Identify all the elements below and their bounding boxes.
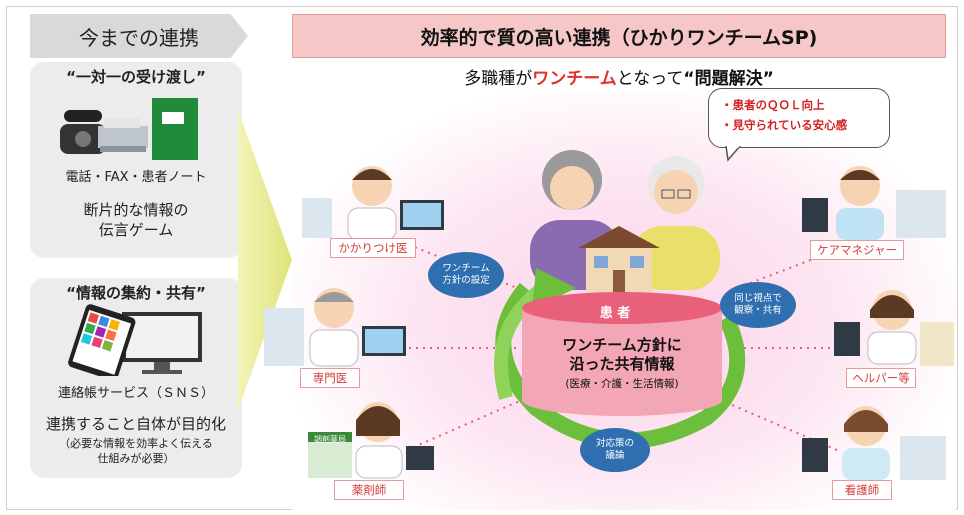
phone-fax-notebook-icon (60, 98, 198, 160)
sns-method-panel (30, 278, 242, 478)
policy-setting-oval: ワンチーム方針の設定 (428, 252, 504, 298)
role-pharmacist: 薬剤師 (334, 480, 404, 500)
role-specialist: 専門医 (300, 368, 360, 388)
role-helper: ヘルパー等 (846, 368, 916, 388)
helper-illustration (834, 290, 954, 366)
shared-info-cylinder (522, 292, 722, 416)
transition-arrow (238, 110, 292, 410)
aggregation-quote: “情報の集約・共有” (66, 284, 206, 302)
one-to-one-quote: “一対一の受け渡し” (66, 68, 206, 86)
previous-method-panel (30, 62, 242, 258)
left-header: 今までの連携 (30, 14, 248, 58)
pharmacy-sign: 調剤薬局 (314, 435, 346, 444)
benefit-reassurance: ・見守られている安心感 (721, 118, 848, 132)
specialist-illustration (264, 288, 406, 367)
role-family-doctor: かかりつけ医 (330, 238, 416, 258)
observe-share-oval: 同じ視点で観察・共有 (720, 282, 796, 328)
fragmented-info-line1: 断片的な情報の (83, 201, 189, 219)
requirement-note-line1: （必要な情報を効率よく伝える (59, 437, 213, 450)
shared-info-title-line2: 沿った共有情報 (569, 355, 675, 373)
subtitle-problem-solving: “問題解決” (683, 69, 774, 89)
role-care-manager: ケアマネジャー (810, 240, 904, 260)
elderly-couple-illustration (530, 150, 720, 290)
subtitle: 多職種がワンチームとなって“問題解決” (292, 64, 946, 89)
observe-oval-line2: 観察・共有 (734, 305, 782, 316)
nurse-illustration (802, 406, 946, 480)
family-doctor-illustration (302, 166, 444, 240)
discussion-oval: 対応策の議論 (580, 428, 650, 472)
discussion-oval-line1: 対応策の (595, 438, 634, 449)
policy-oval-line2: 方針の設定 (442, 275, 490, 286)
subtitle-part2: となって (616, 69, 684, 89)
subtitle-part1: 多職種が (464, 69, 533, 89)
bubble-tail (725, 146, 741, 162)
house-icon (578, 226, 660, 292)
role-nurse: 看護師 (832, 480, 892, 500)
patient-label: 患 者 (599, 306, 631, 321)
subtitle-one-team: ワンチーム (532, 69, 617, 89)
policy-oval-line1: ワンチーム (442, 263, 490, 274)
traditional-tools-caption: 電話・FAX・患者ノート (65, 170, 207, 185)
tablet-monitor-icon (68, 304, 202, 376)
benefits-bubble: ・患者のＱＯＬ向上 ・見守られている安心感 (708, 88, 890, 148)
observe-oval-line1: 同じ視点で (734, 293, 782, 304)
fragmented-info-line2: 伝言ゲーム (98, 221, 174, 239)
sns-caption: 連絡帳サービス（ＳＮＳ） (57, 386, 214, 401)
benefit-qol: ・患者のＱＯＬ向上 (721, 98, 825, 112)
pharmacist-illustration (308, 402, 434, 479)
shared-info-subtitle: (医療・介護・生活情報) (565, 378, 679, 390)
shared-info-title-line1: ワンチーム方針に (562, 336, 682, 354)
right-header: 効率的で質の高い連携（ひかりワンチームSP) (292, 14, 946, 58)
care-manager-illustration (802, 166, 946, 240)
discussion-oval-line2: 議論 (605, 450, 625, 461)
requirement-note-line2: 仕組みが必要） (97, 452, 175, 465)
goal-issue: 連携すること自体が目的化 (45, 415, 226, 433)
